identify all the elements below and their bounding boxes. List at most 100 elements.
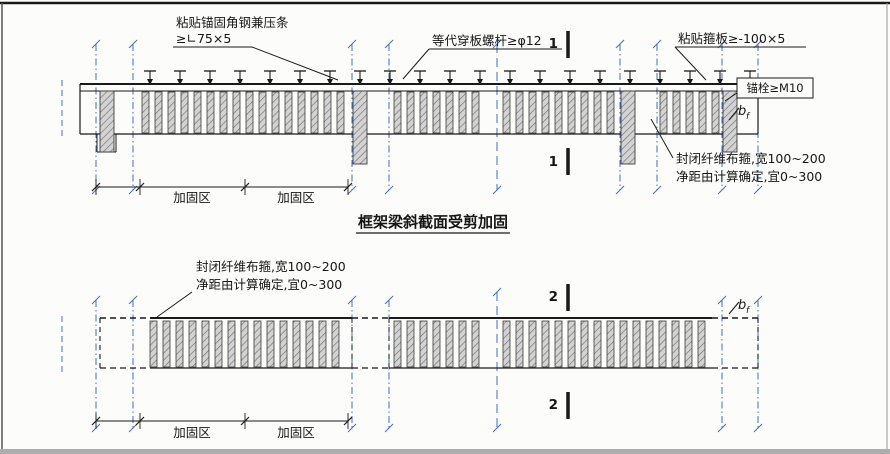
anchor-arrow: [177, 79, 183, 85]
break-mark: [492, 185, 502, 195]
break-mark: [347, 423, 357, 433]
fiber-strip: [593, 320, 602, 368]
angle-steel-label-line2: ≥∟75×5: [176, 31, 231, 46]
fiber-strip: [458, 320, 467, 368]
column-wrap-strip: [352, 90, 368, 165]
fiber-strip: [432, 320, 441, 368]
break-mark: [91, 295, 101, 305]
fiber-strip: [406, 320, 415, 368]
fiber-strip: [684, 320, 693, 368]
fiber-strip: [219, 91, 228, 134]
fiber-strip: [258, 91, 267, 134]
fiber-strip: [154, 91, 163, 134]
anchor-arrow: [477, 79, 483, 85]
fiber-strip: [685, 91, 694, 134]
fiber-strip: [711, 91, 720, 134]
column-wrap-strip: [99, 90, 115, 153]
zone-label-bottom-1: 加固区: [173, 425, 211, 440]
fiber-strip: [445, 320, 454, 368]
break-mark: [91, 39, 101, 49]
anchor-bolt-label: 锚栓≥M10: [746, 81, 803, 95]
fiber-strip: [471, 91, 480, 134]
break-mark: [384, 39, 394, 49]
width-symbol-sub-top: f: [746, 112, 751, 122]
fiber-strip: [271, 91, 280, 134]
fiber-wrap-label-line1-bottom: 封闭纤维布箍,宽100~200: [196, 259, 346, 274]
section-marker-2-lower: 2: [549, 397, 558, 413]
break-mark: [128, 295, 138, 305]
width-symbol-bottom: b: [738, 298, 746, 313]
zone-label-top-1: 加固区: [173, 190, 211, 205]
fiber-strip: [188, 320, 197, 368]
break-mark: [492, 287, 502, 297]
section-marker-1-upper: 1: [549, 36, 558, 52]
break-mark: [717, 423, 727, 433]
break-mark: [652, 39, 662, 49]
fiber-strip: [180, 91, 189, 134]
section-marker-2-upper: 2: [549, 289, 558, 305]
fiber-strip: [292, 320, 301, 368]
width-symbol-top: b: [738, 104, 746, 119]
fiber-strip: [149, 320, 158, 368]
fiber-strip: [619, 320, 628, 368]
zone-label-top-2: 加固区: [277, 190, 315, 205]
fiber-strip: [419, 91, 428, 134]
fiber-strip: [406, 91, 415, 134]
fiber-strip: [528, 91, 537, 134]
anchor-arrow: [537, 79, 543, 85]
break-mark: [384, 295, 394, 305]
fiber-strip: [297, 91, 306, 134]
fiber-strip: [458, 91, 467, 134]
fiber-strip: [567, 91, 576, 134]
fiber-strip: [206, 91, 215, 134]
angle-steel-label-line1: 粘贴锚固角钢兼压条: [176, 15, 289, 30]
break-mark: [492, 423, 502, 433]
fiber-strip: [632, 320, 641, 368]
anchor-arrow: [147, 79, 153, 85]
break-mark: [384, 423, 394, 433]
anchor-arrow: [687, 79, 693, 85]
fiber-strip: [432, 91, 441, 134]
break-mark: [615, 185, 625, 195]
fiber-strip: [502, 320, 511, 368]
anchor-arrow: [357, 79, 363, 85]
fiber-strip: [697, 320, 706, 368]
break-mark: [753, 423, 763, 433]
break-mark: [753, 185, 763, 195]
fiber-strip: [445, 91, 454, 134]
anchor-arrow: [297, 79, 303, 85]
hoop-plate-label: 粘贴箍板≥-100×5: [678, 31, 785, 46]
column-wrap-strip: [620, 90, 636, 165]
break-mark: [717, 185, 727, 195]
drawing-title: 框架梁斜截面受剪加固: [358, 213, 508, 231]
fiber-strip: [541, 320, 550, 368]
fiber-strip: [227, 320, 236, 368]
break-mark: [753, 295, 763, 305]
fiber-strip: [323, 91, 332, 134]
break-mark: [347, 39, 357, 49]
leader-line: [402, 48, 430, 80]
fiber-strip: [214, 320, 223, 368]
fiber-strip: [554, 320, 563, 368]
fiber-strip: [141, 91, 150, 134]
fiber-strip: [606, 91, 615, 134]
fiber-strip: [593, 91, 602, 134]
break-mark: [347, 185, 357, 195]
anchor-arrow: [717, 79, 723, 85]
anchor-arrow: [627, 79, 633, 85]
break-mark: [128, 423, 138, 433]
fiber-strip: [528, 320, 537, 368]
fiber-strip: [331, 320, 340, 368]
break-mark: [717, 295, 727, 305]
fiber-strip: [502, 91, 511, 134]
fiber-strip: [672, 91, 681, 134]
fiber-strip: [167, 91, 176, 134]
fiber-strip: [245, 91, 254, 134]
fiber-wrap-label-line2-top: 净距由计算确定,宜0~300: [676, 169, 822, 184]
fiber-wrap-label-line1-top: 封闭纤维布箍,宽100~200: [676, 151, 826, 166]
leader-line: [674, 46, 707, 81]
fiber-strip: [659, 91, 668, 134]
